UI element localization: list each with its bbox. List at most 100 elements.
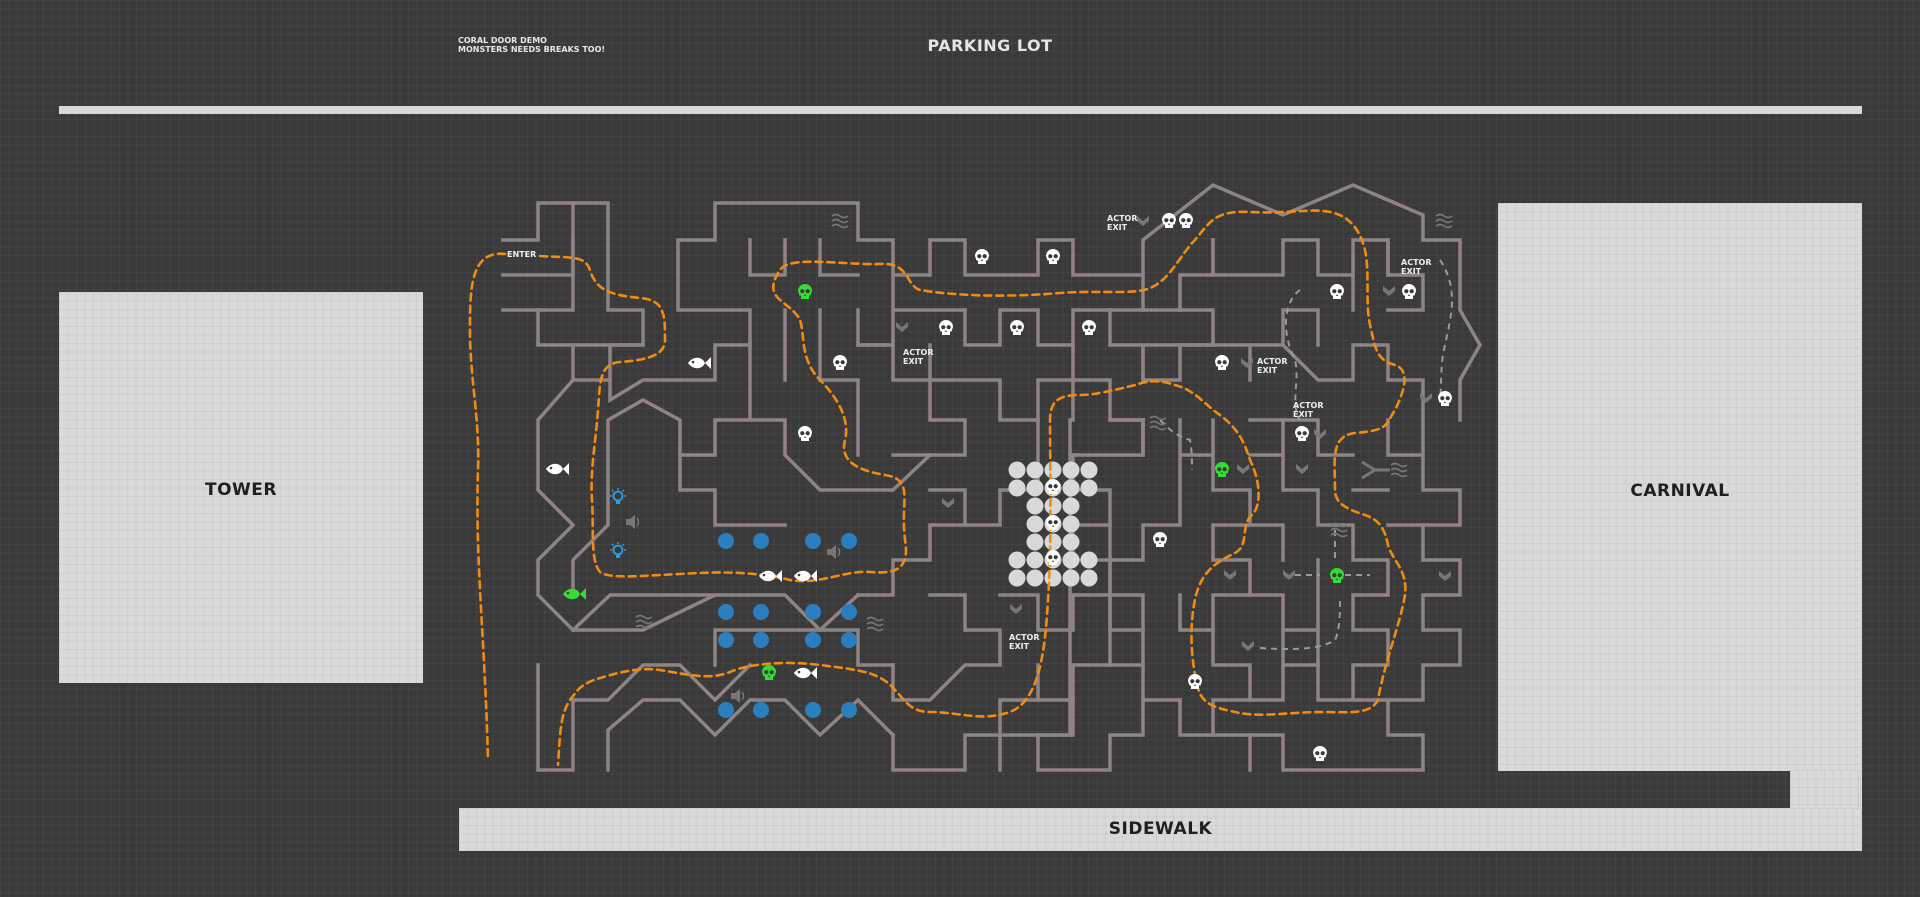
water-jet xyxy=(718,533,734,549)
pillar xyxy=(1080,551,1098,569)
skull-icon xyxy=(798,426,812,441)
skull-icon xyxy=(1046,249,1060,264)
water-jet xyxy=(841,632,857,648)
tower-zone: TOWER xyxy=(59,292,423,683)
skull-icon xyxy=(1179,213,1193,228)
skull-icon xyxy=(1402,284,1416,299)
maze-walls xyxy=(501,182,1483,772)
chevron-down-icon xyxy=(1439,571,1451,581)
skull-icon xyxy=(1295,426,1309,441)
green-fish-icon xyxy=(563,588,586,600)
skull-icon xyxy=(939,320,953,335)
speaker-icon xyxy=(730,688,745,704)
pillar xyxy=(1008,569,1026,587)
water-jet xyxy=(753,632,769,648)
pillar xyxy=(1026,533,1044,551)
skull-icon xyxy=(1438,391,1452,406)
skull-icon xyxy=(1188,674,1202,689)
water-jet xyxy=(753,604,769,620)
water-jet xyxy=(718,632,734,648)
pillar xyxy=(1026,551,1044,569)
pillar xyxy=(1062,497,1080,515)
pillar xyxy=(1044,569,1062,587)
skull-icon xyxy=(1082,320,1096,335)
actor-exit-label: ACTOR xyxy=(1009,633,1039,642)
lightbulb-icon xyxy=(609,541,627,559)
fish-icon xyxy=(794,667,817,679)
chevron-down-icon xyxy=(1237,464,1249,474)
pillar xyxy=(1026,569,1044,587)
actor-exit-label: EXIT xyxy=(1009,642,1030,651)
sidewalk-zone: SIDEWALK xyxy=(459,808,1862,851)
pillar xyxy=(1062,461,1080,479)
chevron-down-icon xyxy=(896,322,908,332)
fog-icon xyxy=(866,616,884,632)
fog-icon xyxy=(831,213,849,229)
green-skull-icon xyxy=(1215,462,1229,477)
green-skull-icon xyxy=(798,284,812,299)
speaker-icon xyxy=(826,544,841,560)
skull-icon xyxy=(1313,746,1327,761)
pillar xyxy=(1026,461,1044,479)
pillar xyxy=(1044,497,1062,515)
chevron-down-icon xyxy=(1242,641,1254,651)
actor-routes xyxy=(1159,259,1453,651)
green-skull-icon xyxy=(762,665,776,680)
pillar xyxy=(1062,533,1080,551)
pillar xyxy=(1062,551,1080,569)
actor-exit-label: ACTOR xyxy=(1257,357,1287,366)
pillar xyxy=(1062,479,1080,497)
skull-icon xyxy=(1162,213,1176,228)
enter-label: ENTER xyxy=(507,250,536,259)
chevron-down-icon xyxy=(942,498,954,508)
tower-label: TOWER xyxy=(204,480,277,500)
water-jet xyxy=(805,604,821,620)
actor-exit-label: ACTOR xyxy=(903,348,933,357)
water-jet xyxy=(753,533,769,549)
pillar xyxy=(1080,461,1098,479)
skull-icon xyxy=(1153,532,1167,547)
pillar xyxy=(1026,497,1044,515)
speaker-icon xyxy=(625,514,640,530)
water-jet xyxy=(805,533,821,549)
pillar xyxy=(1044,461,1062,479)
water-jet xyxy=(841,604,857,620)
chevron-down-icon xyxy=(1283,570,1295,580)
actor-exit-label: ACTOR xyxy=(1401,258,1431,267)
pillar xyxy=(1080,569,1098,587)
skull-icon xyxy=(1010,320,1024,335)
fish-icon xyxy=(759,570,782,582)
water-jet xyxy=(718,604,734,620)
pillar xyxy=(1008,461,1026,479)
carnival-zone: CARNIVAL xyxy=(1498,203,1862,771)
chevron-down-icon xyxy=(1383,286,1395,296)
fog-icon xyxy=(1435,213,1453,229)
pillar xyxy=(1080,479,1098,497)
water-jet xyxy=(841,533,857,549)
skull-icon xyxy=(1330,284,1344,299)
demo-subtitle: MONSTERS NEEDS BREAKS TOO! xyxy=(458,45,606,54)
chevron-down-icon xyxy=(1314,429,1326,439)
route-labels: ENTER ACTOR EXIT ACTOR EXIT ACTOR EXIT A… xyxy=(507,214,1431,651)
water-jet xyxy=(805,632,821,648)
actor-exit-label: EXIT xyxy=(1257,366,1278,375)
pillar xyxy=(1008,551,1026,569)
sidewalk-label: SIDEWALK xyxy=(1108,819,1213,839)
fish-icon xyxy=(546,463,569,475)
actor-exit-label: ACTOR xyxy=(1107,214,1137,223)
chevron-down-icon xyxy=(1296,464,1308,474)
lightbulb-icon xyxy=(609,487,627,505)
actor-exit-label: EXIT xyxy=(1293,410,1314,419)
skull-icon xyxy=(833,355,847,370)
pillar xyxy=(1044,533,1062,551)
parking-lot-fence xyxy=(59,106,1862,114)
pillar-field xyxy=(1008,461,1098,587)
fog-icon xyxy=(1390,462,1408,478)
water-jet xyxy=(753,702,769,718)
water-jet xyxy=(718,702,734,718)
guest-route xyxy=(468,209,1407,767)
green-skull-icon xyxy=(1330,568,1344,583)
water-jets xyxy=(718,533,857,718)
light-icons xyxy=(609,487,627,559)
